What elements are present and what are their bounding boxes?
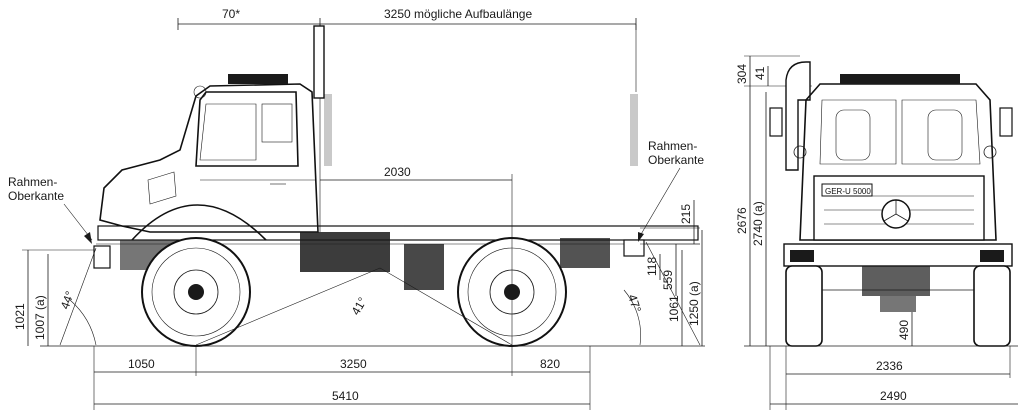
overall-width-label: 2490	[880, 389, 907, 403]
roof-rack	[228, 74, 288, 84]
cab-height-a-label: 2740 (a)	[751, 201, 765, 246]
front-exhaust-stack	[785, 61, 811, 171]
front-wheel	[141, 237, 251, 347]
approach-angle-line	[59, 247, 97, 346]
rear-step-b-label: 559	[661, 270, 675, 290]
right-height-dims: 215 118 559 1061 1250 (a)	[640, 200, 703, 346]
bumper	[783, 243, 1013, 267]
body-end-marker	[630, 94, 638, 166]
plate-text: GER-U 5000	[825, 187, 871, 196]
breakover-angle-line-front	[195, 267, 381, 346]
top-dimension-line: 70* 3250 mögliche Aufbaulänge	[177, 7, 637, 30]
frame-dimension: 2030	[320, 165, 513, 346]
cab-height-label: 2676	[735, 207, 749, 234]
departure-angle-line	[645, 241, 701, 346]
departure-angle-label: 47°	[625, 293, 644, 315]
exhaust-height-label: 304	[735, 64, 749, 84]
rear-frame-height-label: 1061	[667, 295, 681, 322]
frame-height-label: 1021	[13, 303, 27, 330]
frame-length-label: 2030	[384, 165, 411, 179]
left-height-dims: 1021 1007 (a)	[13, 249, 96, 346]
rear-frame-label-1: Rahmen-	[648, 139, 697, 153]
grille: GER-U 5000	[813, 175, 985, 241]
track-width-label: 2336	[876, 359, 903, 373]
cab-height-dims: 2676 2740 (a)	[735, 86, 767, 346]
wheelbase-label: 3250	[340, 357, 367, 371]
front-frame-label-1: Rahmen-	[8, 175, 57, 189]
rear-step-a-label: 118	[645, 257, 659, 276]
body-start-marker	[324, 94, 332, 166]
front-view: 304 41 2676 2740 (a)	[735, 55, 1018, 410]
breakover-angle-label: 41°	[348, 295, 369, 318]
front-frame-label-2: Oberkante	[8, 189, 64, 203]
top-offset-label: 70*	[222, 7, 240, 21]
bottom-dimension-chain: 1050 3250 820 5410	[93, 346, 591, 410]
front-overhang-label: 1050	[128, 357, 155, 371]
breakover-angle-line-rear	[379, 267, 513, 346]
side-view: 70* 3250 mögliche Aufbaulänge	[8, 7, 705, 410]
front-wheel-arch	[131, 204, 267, 241]
frame-height-a-label: 1007 (a)	[33, 295, 47, 340]
license-plate	[821, 183, 873, 197]
front-axle	[785, 265, 1011, 347]
cab-front	[769, 74, 1013, 241]
exhaust-stack	[313, 25, 325, 99]
overall-length-label: 5410	[332, 389, 359, 403]
approach-angle-label: 44°	[58, 289, 77, 311]
ground-clearance-label: 490	[897, 320, 911, 340]
frame-section-label: 215	[679, 204, 693, 224]
exhaust-inner-label: 41	[753, 66, 767, 80]
width-dims: 2336 2490	[769, 346, 1018, 410]
rear-frame-height-a-label: 1250 (a)	[687, 281, 701, 326]
cab-side	[99, 74, 319, 233]
body-length-label: 3250 mögliche Aufbaulänge	[384, 7, 532, 21]
rear-frame-label-2: Oberkante	[648, 153, 704, 167]
rear-overhang-label: 820	[540, 357, 560, 371]
